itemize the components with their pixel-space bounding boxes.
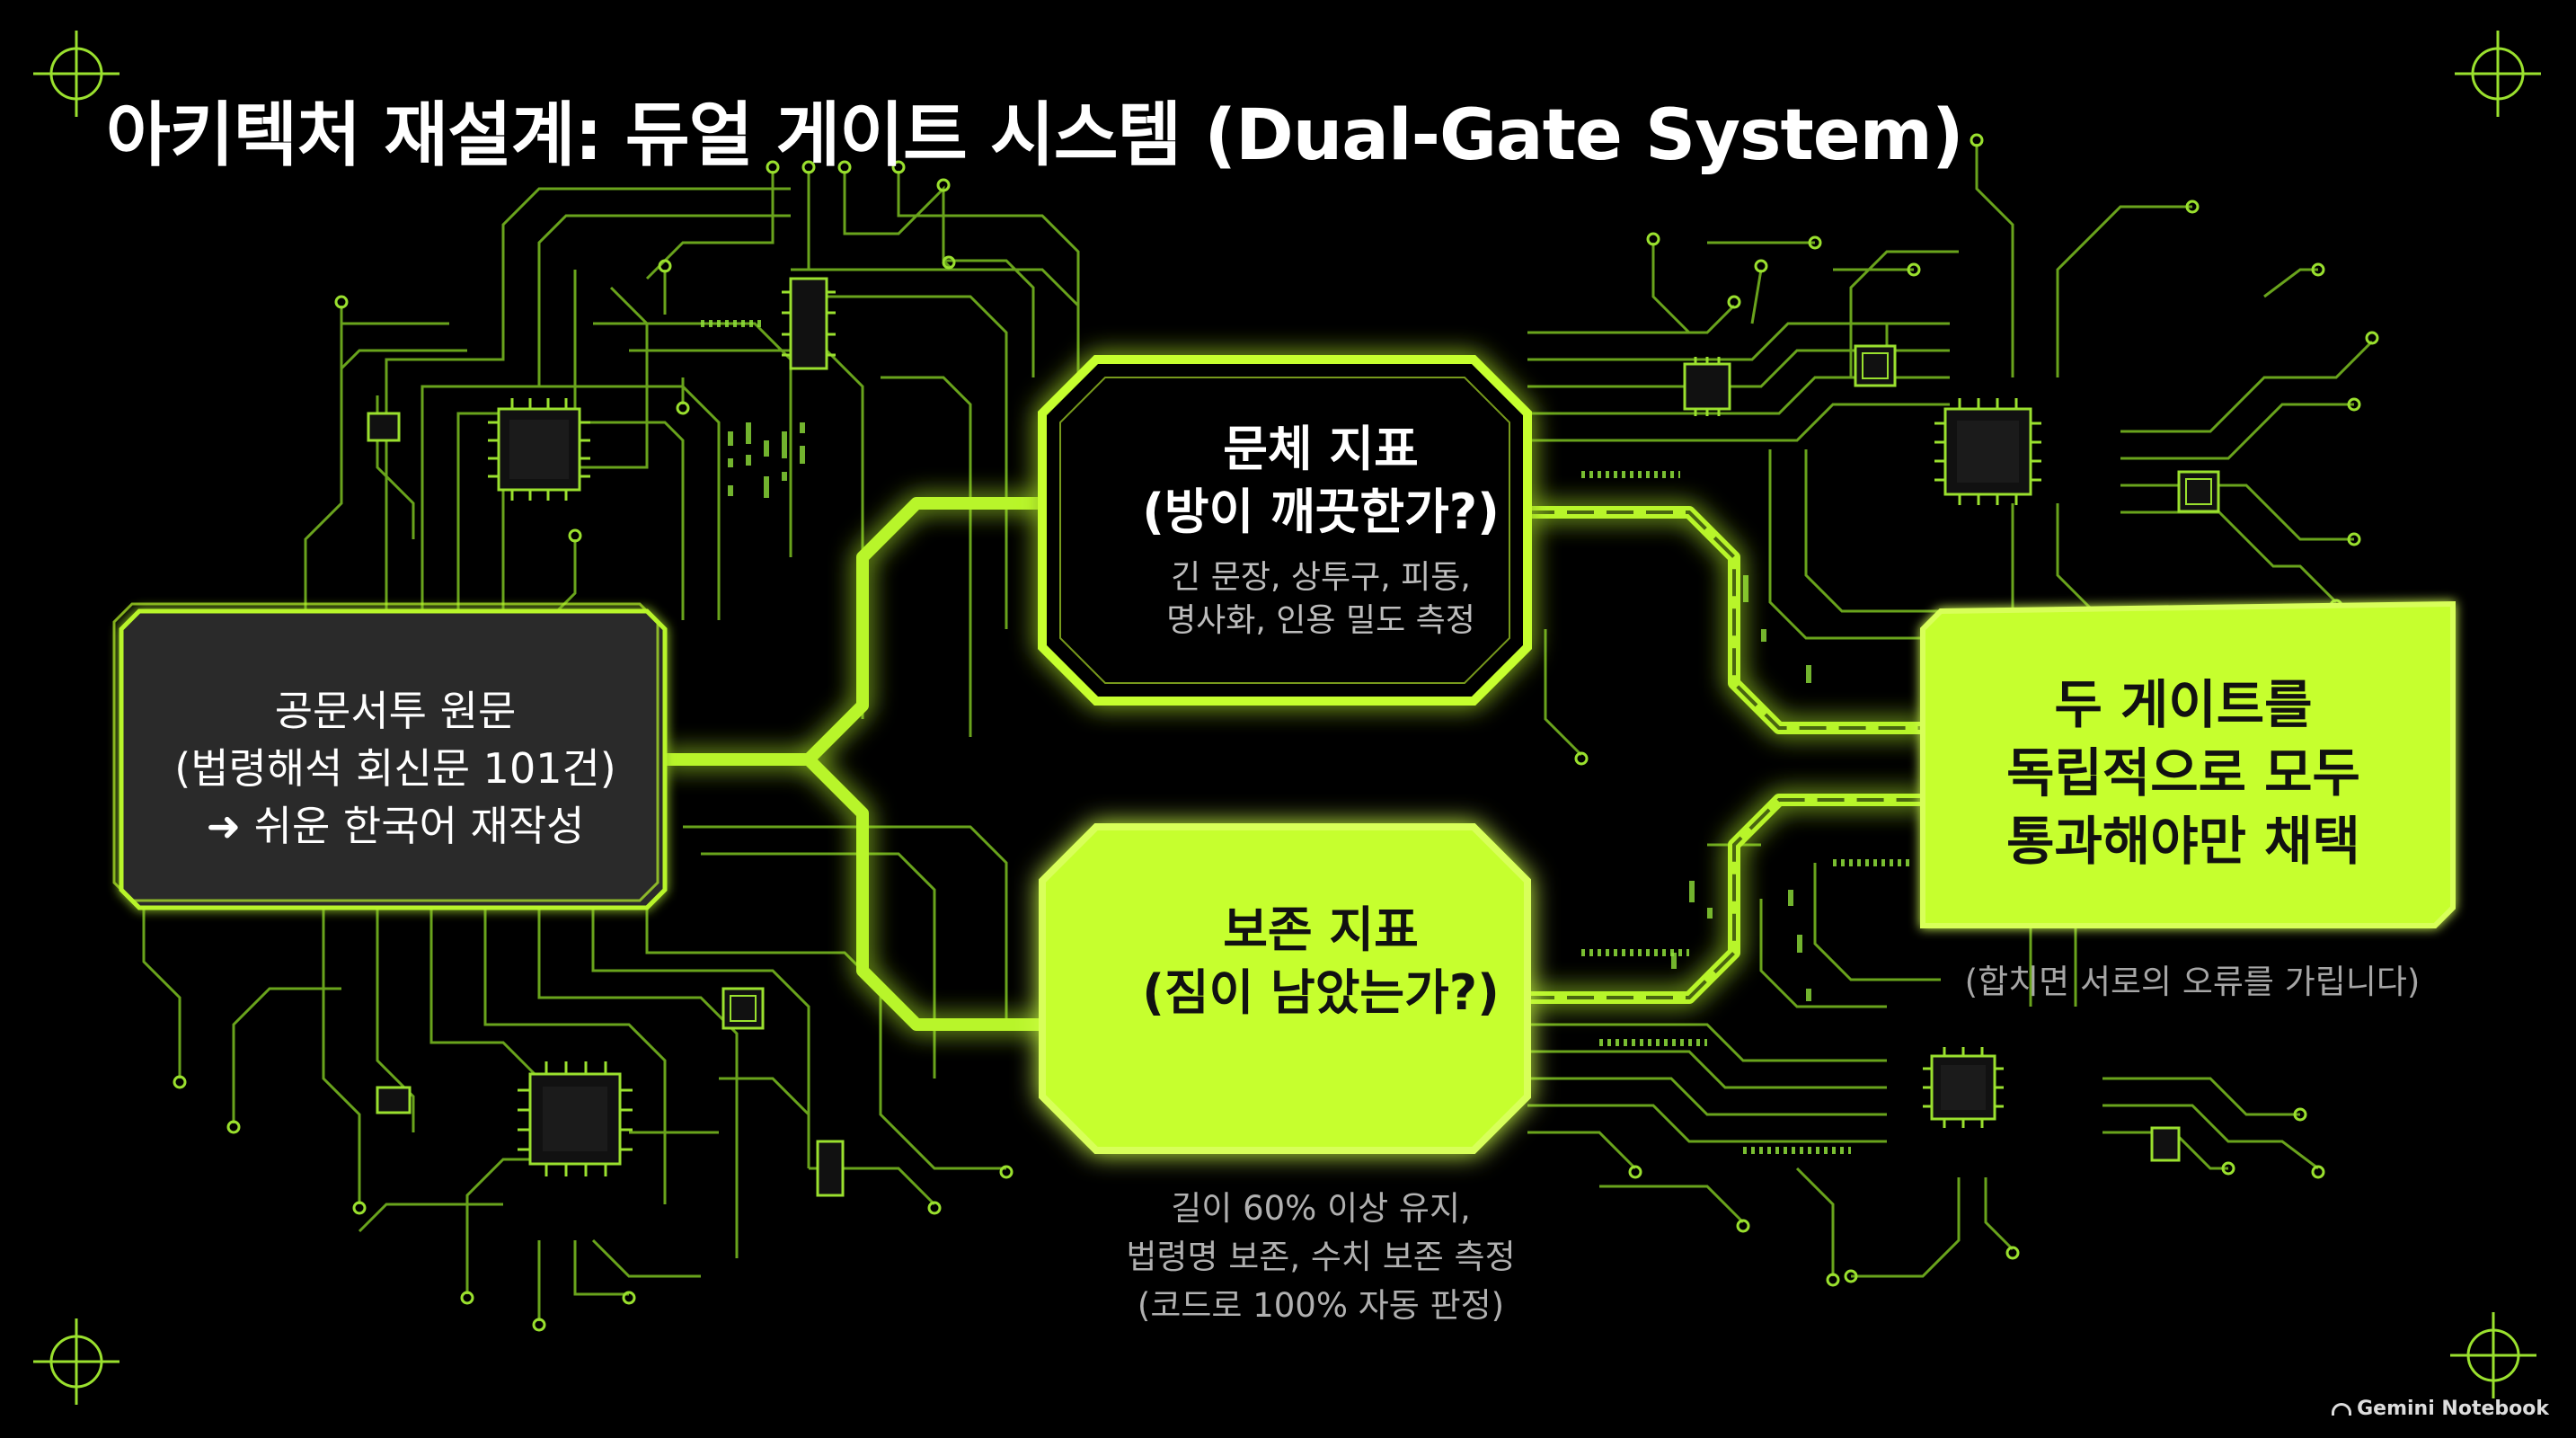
chip [2150,1126,2181,1162]
chip [782,277,836,370]
result-note: (합치면 서로의 오류를 가립니다) [1964,963,2421,1001]
chip [518,1061,633,1176]
slide-title: 아키텍처 재설계: 듀얼 게이트 시스템 (Dual-Gate System) [106,95,1964,176]
preserve-metric-node: 보존 지표 (짐이 남았는가?) [1042,854,1599,1070]
source-line: (법령해석 회신문 101건) [174,744,616,793]
problem-metric-question: (방이 깨끗한가?) [1142,484,1500,540]
preserve-metric-question: (짐이 남았는가?) [1142,964,1500,1021]
preserve-metric-title: 보존 지표 [1223,901,1419,958]
source-line: 공문서투 원문 [274,687,517,735]
source-line: ➜ 쉬운 한국어 재작성 [206,802,585,850]
source-node-shape [112,602,668,910]
problem-metric-node: 문체 지표 (방이 깨끗한가?) 긴 문장, 상투구, 피동, 명사화, 인용 … [1042,395,1599,665]
description-line: 길이 60% 이상 유지, [1171,1189,1471,1228]
corner-crosshairs [33,31,2541,1405]
inner-flow-lines [1527,510,1923,999]
chip [721,987,765,1030]
chip [1683,357,1731,416]
chip [367,412,401,442]
description-line: 긴 문장, 상투구, 피동, [1171,559,1471,596]
chip [816,1140,845,1197]
result-line: 통과해야만 채택 [2006,811,2360,872]
chip [488,398,590,501]
description-line: 명사화, 인용 밀도 측정 [1166,602,1475,639]
data-streams [728,422,1811,1001]
result-node-shape [1920,600,2456,928]
source-node: 공문서투 원문 (법령해석 회신문 101건) ➜ 쉬운 한국어 재작성 [144,620,647,917]
brand-watermark: Gemini Notebook [2332,1398,2549,1420]
problem-node-shape [1038,355,1532,706]
problem-metric-description: 긴 문장, 상투구, 피동, 명사화, 인용 밀도 측정 [1166,556,1475,643]
preserve-metric-description: 길이 60% 이상 유지, 법령명 보존, 수치 보존 측정 (코드로 100%… [1042,1185,1599,1330]
result-line: 독립적으로 모두 [2006,742,2360,803]
chip [376,1086,412,1114]
brand-label: Gemini Notebook [2357,1398,2549,1420]
chip [1934,398,2041,505]
description-line: (코드로 100% 자동 판정) [1137,1286,1505,1325]
problem-metric-title: 문체 지표 [1223,421,1419,477]
description-line: 법령명 보존, 수치 보존 측정 [1126,1238,1516,1276]
result-line: 두 게이트를 [2054,674,2313,735]
result-node: 두 게이트를 독립적으로 모두 통과해야만 채택 [1932,629,2435,917]
chip [1854,344,1897,387]
preserve-node-shape [1039,823,1531,1154]
chip [1923,1047,2004,1128]
notebook-logo-icon [2332,1402,2352,1416]
chip [2177,470,2220,513]
